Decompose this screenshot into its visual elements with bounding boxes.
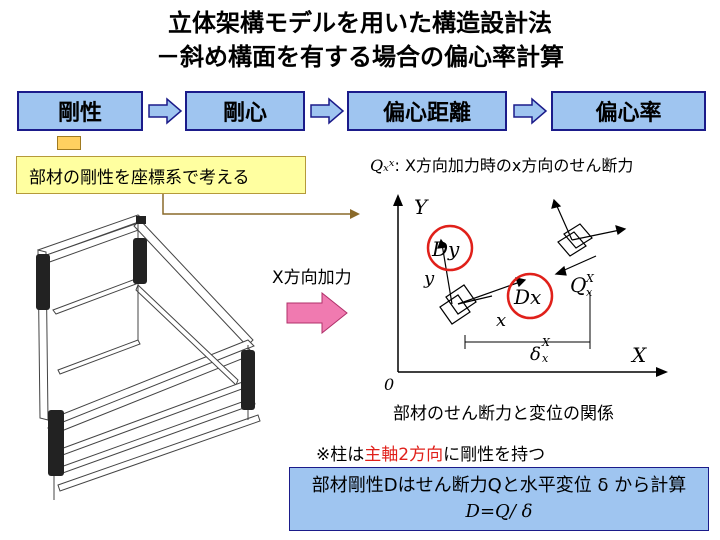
connector-line: [162, 194, 350, 215]
relation-caption: 部材のせん断力と変位の関係: [393, 404, 614, 424]
definition-text: : X方向加力時のx方向のせん断力: [394, 156, 634, 175]
column-block: [48, 410, 64, 476]
q-label: Q: [570, 273, 586, 297]
column-note: ※柱は主軸2方向に剛性を持つ: [316, 445, 546, 465]
flow-arrow-icon: [148, 97, 183, 125]
load-label: X方向加力: [272, 268, 352, 288]
dx-circle: [506, 272, 554, 320]
definition: Qₓˣ: X方向加力時のx方向のせん断力: [370, 152, 633, 176]
dx-label: Dx: [513, 285, 541, 309]
origin-label: 0: [384, 375, 394, 392]
column-note-highlight: 主軸2方向: [364, 445, 444, 465]
definition-symbol: Qₓˣ: [370, 156, 395, 175]
flow-step-eccentric-distance: 偏心距離: [347, 91, 507, 131]
note-text: 部材の剛性を座標系で考える: [29, 167, 250, 188]
connector-arrowhead: [350, 209, 360, 219]
flow-step-eccentricity-ratio: 偏心率: [551, 91, 706, 131]
flow-step-stiffness: 剛性: [17, 91, 143, 131]
column-block: [241, 350, 255, 410]
q-sup-label: X: [585, 272, 595, 285]
local-x-label: x: [496, 310, 506, 331]
delta-label: δ: [530, 344, 541, 365]
formula-line2: D=Q/ δ: [465, 501, 533, 522]
load-arrow-icon: [286, 292, 348, 334]
column-block: [133, 238, 147, 284]
title-line2: －斜め構面を有する場合の偏心率計算: [156, 43, 564, 71]
dy-circle: [426, 224, 474, 272]
q-sub-label: x: [586, 286, 593, 299]
axis-y-label: Y: [414, 195, 429, 219]
title-line1: 立体架構モデルを用いた構造設計法: [168, 9, 552, 37]
note-tab: [57, 136, 81, 150]
delta-sub-label: x: [542, 352, 549, 365]
axis-x-label: X: [630, 343, 647, 367]
dy-label: Dy: [431, 237, 460, 261]
frame-3d-illustration: [36, 214, 261, 500]
flow-arrow-icon: [513, 97, 548, 125]
formula-line1: 部材剛性Dはせん断力Qと水平変位 δ から計算: [311, 475, 687, 496]
flow-arrow-icon: [310, 97, 345, 125]
note-box: 部材の剛性を座標系で考える: [16, 156, 306, 194]
local-y-label: y: [423, 268, 435, 289]
column-block: [36, 254, 50, 310]
delta-sup-label: X: [541, 336, 551, 349]
formula-box: 部材剛性Dはせん断力Qと水平変位 δ から計算 D=Q/ δ: [289, 467, 709, 531]
flow-step-center-of-rigidity: 剛心: [185, 91, 305, 131]
shear-displacement-diagram: Y X 0 Dy Dx y x Q X x δ X x: [384, 194, 668, 392]
